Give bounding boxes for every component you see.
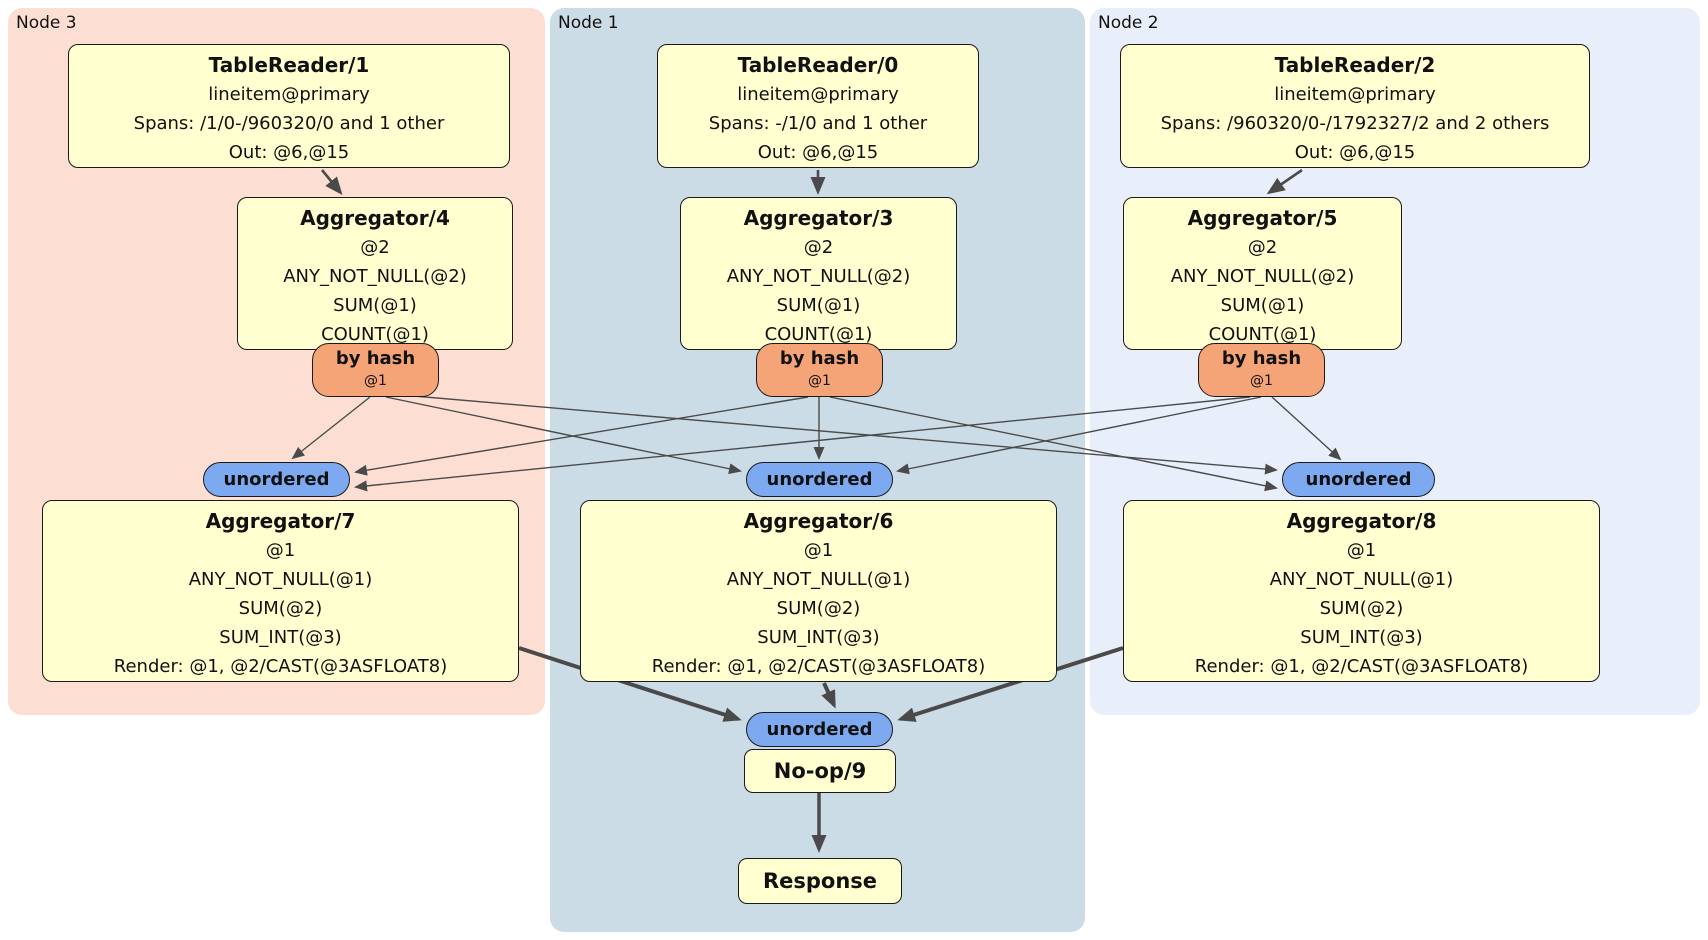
processor-title: Aggregator/8	[1286, 509, 1437, 533]
router-by-hash-5: by hash @1	[1198, 343, 1325, 397]
router-hash-key: @1	[808, 373, 831, 389]
processor-title: Aggregator/6	[743, 509, 894, 533]
processor-title: Aggregator/5	[1187, 206, 1338, 230]
processor-title: Aggregator/7	[205, 509, 356, 533]
edge-hash5-sync7	[354, 396, 1251, 492]
router-label: by hash	[779, 348, 860, 369]
edge-agg6-sync9	[821, 682, 836, 709]
edge-hash4-sync6	[385, 396, 742, 475]
router-by-hash-3: by hash @1	[756, 343, 883, 397]
processor-title: TableReader/1	[208, 53, 370, 77]
processor-title: Aggregator/4	[300, 206, 450, 230]
edge-hash3-sync7	[354, 396, 809, 476]
processor-noop-9: No-op/9	[744, 749, 896, 793]
processor-title: TableReader/0	[737, 53, 899, 77]
router-label: by hash	[335, 348, 416, 369]
sync-unordered-9: unordered	[746, 712, 893, 747]
sync-unordered-8: unordered	[1282, 462, 1435, 497]
edge-hash4-sync7	[291, 396, 371, 460]
sync-label: unordered	[766, 469, 873, 490]
edge-tr2-agg5	[1266, 168, 1303, 195]
sync-label: unordered	[766, 719, 873, 740]
sync-label: unordered	[223, 469, 330, 490]
cluster-label-node3: Node 3	[16, 13, 77, 33]
edge-hash5-sync6	[896, 396, 1262, 475]
router-hash-key: @1	[364, 373, 387, 389]
edge-agg7-sync9	[518, 646, 742, 722]
sync-unordered-7: unordered	[203, 462, 350, 497]
cluster-label-node2: Node 2	[1098, 13, 1159, 33]
processor-title: Response	[762, 869, 878, 893]
edge-hash5-sync8	[1271, 396, 1342, 461]
sync-unordered-6: unordered	[746, 462, 893, 497]
router-label: by hash	[1221, 348, 1302, 369]
router-by-hash-4: by hash @1	[312, 343, 439, 397]
edge-hash3-sync8	[829, 396, 1278, 492]
edge-agg8-sync9	[897, 646, 1124, 722]
processor-title: TableReader/2	[1274, 53, 1436, 77]
sync-label: unordered	[1305, 469, 1412, 490]
processor-title: Aggregator/3	[743, 206, 894, 230]
edge-tr1-agg4	[320, 169, 343, 196]
processor-title: No-op/9	[773, 759, 867, 783]
cluster-label-node1: Node 1	[558, 13, 619, 33]
router-hash-key: @1	[1250, 373, 1273, 389]
response-box: Response	[738, 858, 902, 904]
edge-hash4-sync8	[401, 394, 1278, 475]
